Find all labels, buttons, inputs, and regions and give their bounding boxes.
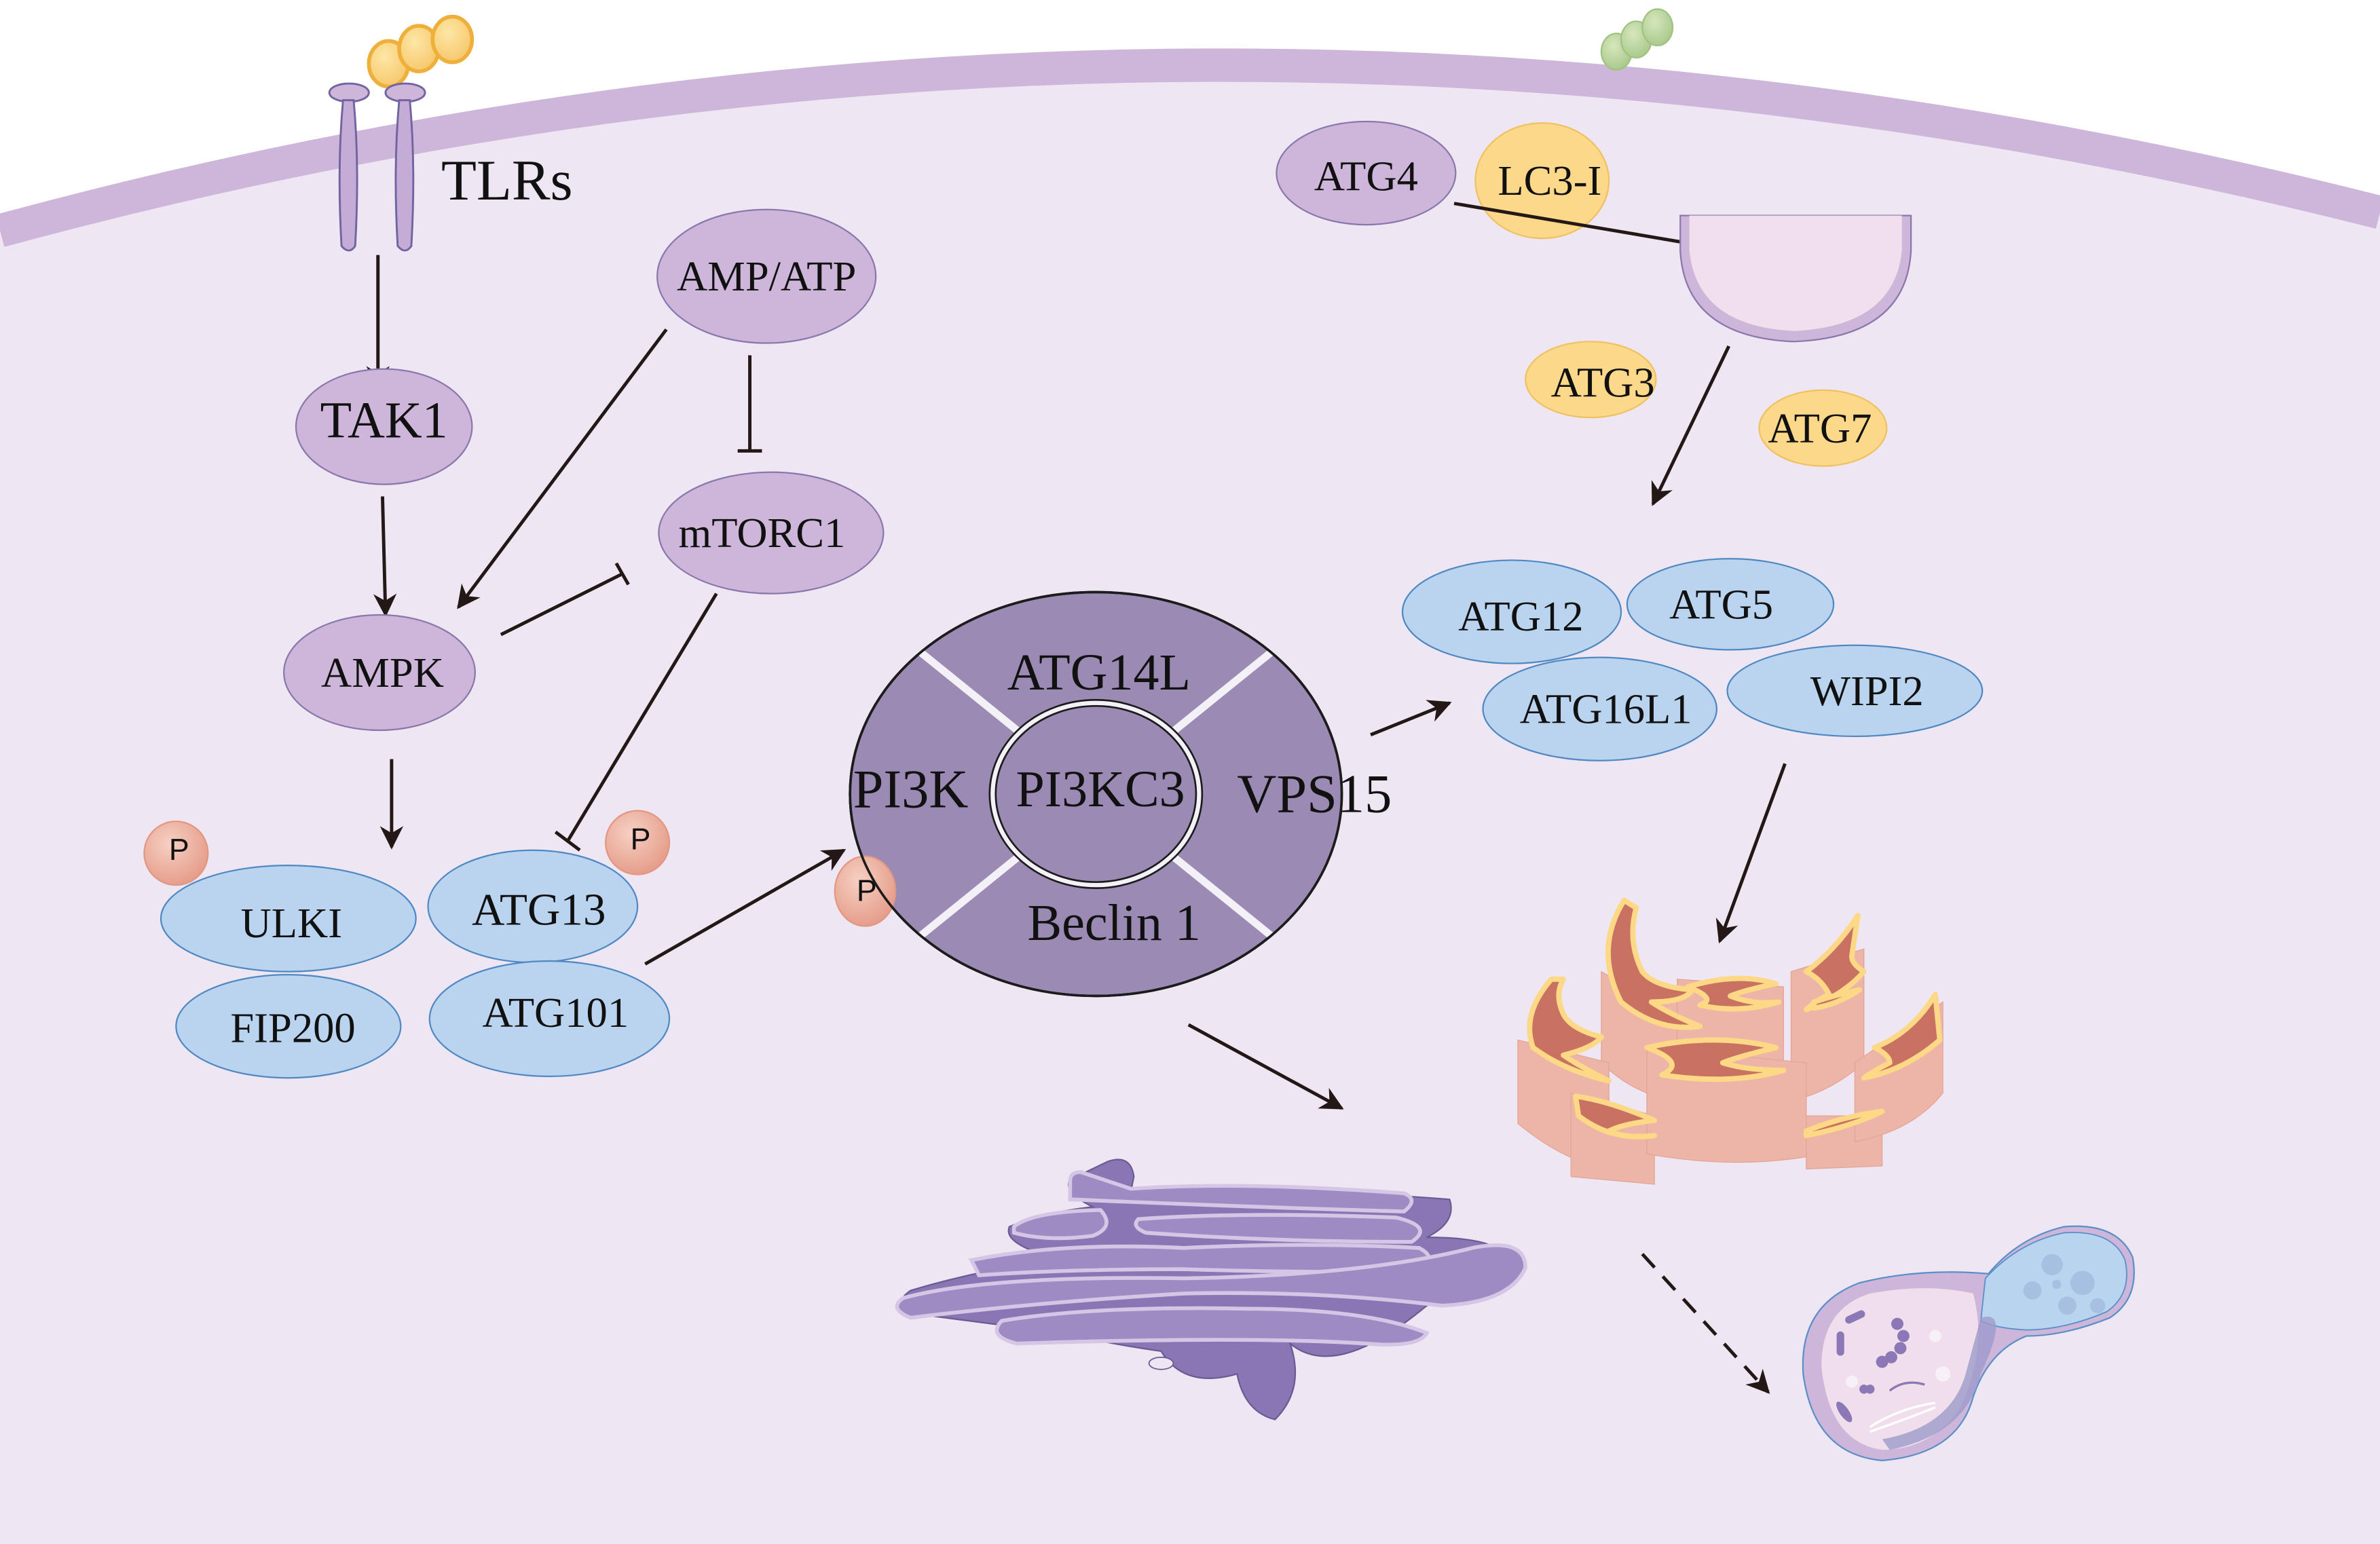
autolysosome-icon bbox=[1802, 1225, 2135, 1462]
atg101-node[interactable]: ATG101 bbox=[428, 960, 671, 1078]
arrow-ulk-to-pi3k-complex bbox=[644, 848, 847, 966]
inhibit-ampk-to-mtorc1 bbox=[500, 562, 630, 637]
fip200-node[interactable]: FIP200 bbox=[175, 974, 402, 1079]
atg101-label: ATG101 bbox=[483, 989, 629, 1036]
tak1-label: TAK1 bbox=[320, 392, 448, 449]
atg7-node[interactable]: ATG7 bbox=[1758, 389, 1888, 467]
beclin1-label: Beclin 1 bbox=[1028, 895, 1201, 952]
wipi2-node[interactable]: WIPI2 bbox=[1726, 644, 1984, 738]
tak1-node[interactable]: TAK1 bbox=[295, 368, 473, 485]
atg3-label: ATG3 bbox=[1551, 359, 1655, 407]
atg12-node[interactable]: ATG12 bbox=[1401, 559, 1622, 664]
arrow-golgi-to-autolysosome bbox=[1641, 1253, 1770, 1394]
arrow-elongation-to-er bbox=[1715, 763, 1787, 944]
atg13-node[interactable]: ATG13 bbox=[427, 849, 639, 964]
ampk-label: AMPK bbox=[321, 649, 444, 696]
golgi-apparatus-icon bbox=[895, 1159, 1527, 1420]
atg14l-label: ATG14L bbox=[1007, 644, 1191, 701]
ulk1-node[interactable]: ULKI bbox=[160, 864, 417, 973]
arrow-atg4-to-phagophore bbox=[1453, 202, 1707, 255]
yellow-ligand-cluster-icon bbox=[367, 14, 475, 89]
pi3kc3-label: PI3KC3 bbox=[1016, 761, 1185, 818]
ulk1-label: ULKI bbox=[241, 899, 342, 947]
mtorc1-node[interactable]: mTORC1 bbox=[658, 471, 885, 595]
atg16l1-node[interactable]: ATG16L1 bbox=[1482, 656, 1717, 761]
cell-membrane bbox=[0, 48, 2380, 247]
atg3-node[interactable]: ATG3 bbox=[1525, 341, 1657, 419]
wipi2-label: WIPI2 bbox=[1810, 667, 1924, 715]
tlrs-label: TLRs bbox=[441, 149, 573, 212]
pi3k-complex[interactable] bbox=[849, 590, 1343, 998]
phagophore-icon bbox=[1679, 214, 1912, 343]
green-ligand-cluster-icon bbox=[1600, 8, 1674, 71]
endoplasmic-reticulum-icon bbox=[1517, 897, 1944, 1185]
lc3-label: LC3-I bbox=[1498, 157, 1601, 204]
atg16l1-label: ATG16L1 bbox=[1520, 685, 1692, 733]
mtorc1-label: mTORC1 bbox=[679, 509, 846, 557]
arrow-tak1-to-ampk bbox=[373, 496, 397, 618]
fip200-label: FIP200 bbox=[230, 1004, 355, 1051]
arrow-phagophore-to-elongation bbox=[1651, 345, 1730, 506]
amp-atp-label: AMP/ATP bbox=[677, 252, 856, 300]
phosphate-label: P bbox=[169, 833, 189, 867]
inhibit-mtorc1-to-atg13 bbox=[554, 592, 718, 852]
amp-atp-node[interactable]: AMP/ATP bbox=[656, 208, 877, 344]
pi3k-label: PI3K bbox=[853, 759, 969, 820]
atg4-node[interactable]: ATG4 bbox=[1276, 120, 1457, 226]
lc3-node[interactable]: LC3-I bbox=[1474, 122, 1610, 240]
phosphate-label: P bbox=[631, 823, 651, 856]
ampk-node[interactable]: AMPK bbox=[283, 614, 476, 732]
tlr-receptor-icon[interactable] bbox=[328, 82, 426, 252]
atg13-label: ATG13 bbox=[472, 884, 606, 935]
inhibit-ampatp-to-mtorc1 bbox=[737, 355, 762, 453]
phosphate-ulk1: P bbox=[143, 821, 209, 886]
arrow-pi3k-to-elongation bbox=[1370, 700, 1452, 736]
pi3k-complex-outline bbox=[849, 590, 1343, 998]
vps15-label: VPS15 bbox=[1237, 764, 1392, 824]
arrow-pi3k-to-er bbox=[1187, 1023, 1344, 1110]
arrow-ampatp-to-ampk bbox=[457, 328, 668, 609]
atg5-node[interactable]: ATG5 bbox=[1626, 558, 1835, 651]
atg7-label: ATG7 bbox=[1768, 404, 1872, 452]
atg4-label: ATG4 bbox=[1314, 152, 1418, 200]
atg5-label: ATG5 bbox=[1669, 580, 1773, 628]
phosphate-atg13: P bbox=[605, 810, 671, 875]
atg12-label: ATG12 bbox=[1458, 592, 1583, 640]
